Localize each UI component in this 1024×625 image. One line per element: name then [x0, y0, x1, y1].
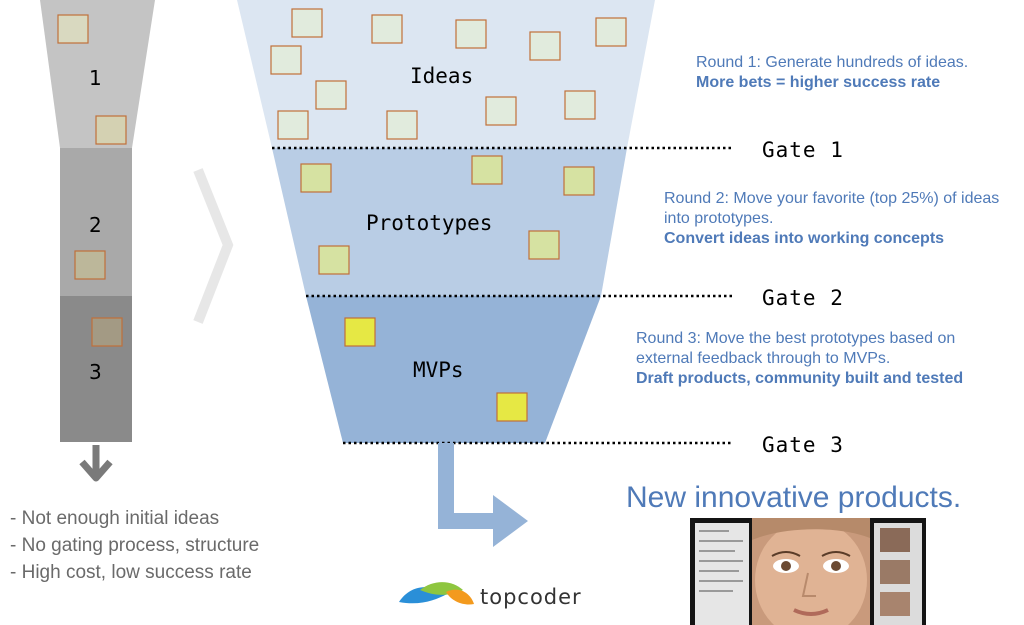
mvp-squares — [344, 317, 528, 422]
stage-label-mvps: MVPs — [413, 358, 464, 382]
left-stage-label: 1 — [89, 66, 102, 90]
round-2-text: Round 2: Move your favorite (top 25%) of… — [664, 190, 1000, 227]
left-square — [74, 250, 106, 280]
gate-label-2: Gate 2 — [762, 286, 844, 310]
left-square — [95, 115, 127, 145]
gate-label-1: Gate 1 — [762, 138, 844, 162]
chevron-right-icon — [193, 168, 234, 324]
product-screenshot — [690, 518, 926, 625]
stage-label-ideas: Ideas — [410, 64, 474, 88]
output-arrow-icon — [438, 443, 528, 547]
outcome-headline: New innovative products. — [626, 481, 962, 514]
topcoder-logo-icon — [399, 582, 474, 605]
round-2-bold: Convert ideas into working concepts — [664, 230, 945, 247]
problem-item: - No gating process, structure — [10, 535, 260, 556]
left-square — [57, 14, 89, 44]
prototype-squares — [300, 155, 595, 275]
round-3-description: Round 3: Move the best prototypes based … — [636, 329, 1006, 389]
problem-item: - Not enough initial ideas — [10, 508, 220, 529]
round-3-text: Round 3: Move the best prototypes based … — [636, 330, 956, 367]
gate-label-3: Gate 3 — [762, 433, 844, 457]
left-stage-label: 3 — [89, 360, 102, 384]
problem-list: - Not enough initial ideas - No gating p… — [10, 505, 259, 586]
round-2-description: Round 2: Move your favorite (top 25%) of… — [664, 189, 1009, 249]
round-3-bold: Draft products, community built and test… — [636, 370, 964, 387]
product-screenshot-graphic — [690, 518, 926, 625]
left-stage-label: 2 — [89, 213, 102, 237]
stage-label-prototypes: Prototypes — [366, 211, 493, 235]
topcoder-logo-text: topcoder — [480, 585, 582, 609]
round-1-bold: More bets = higher success rate — [696, 74, 941, 91]
round-1-text: Round 1: Generate hundreds of ideas. — [696, 54, 969, 71]
problem-item: - High cost, low success rate — [10, 562, 252, 583]
down-arrow-icon — [79, 445, 113, 482]
idea-squares — [270, 8, 627, 140]
round-1-description: Round 1: Generate hundreds of ideas. Mor… — [696, 53, 996, 93]
left-square — [91, 317, 123, 347]
